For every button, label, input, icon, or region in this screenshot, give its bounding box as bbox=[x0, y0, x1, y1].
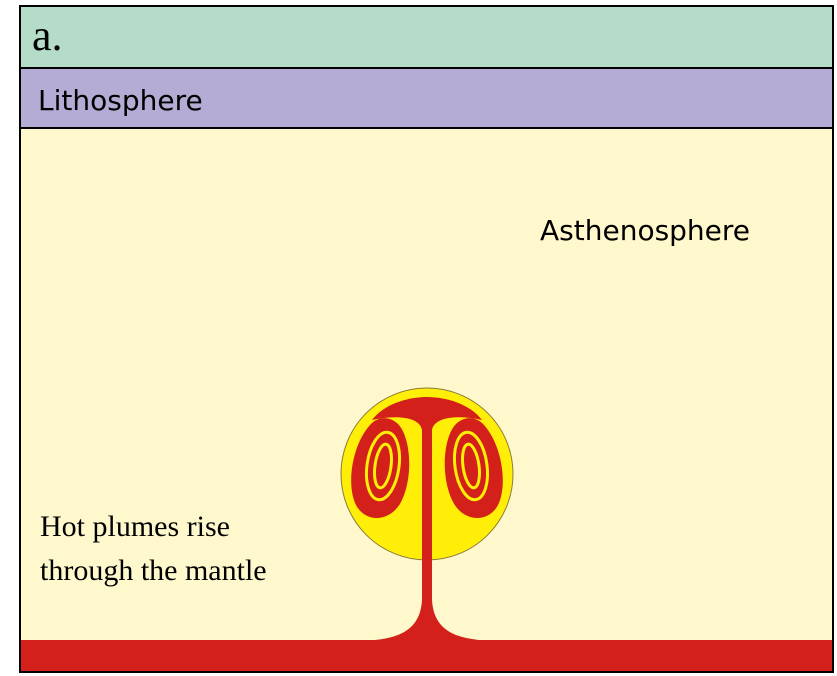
annotation-line-1: Hot plumes rise bbox=[40, 510, 230, 543]
panel-label: a. bbox=[32, 11, 63, 60]
core-boundary-layer bbox=[20, 640, 833, 672]
lithosphere-label: Lithosphere bbox=[38, 84, 203, 117]
annotation-line-2: through the mantle bbox=[40, 554, 267, 587]
asthenosphere-label: Asthenosphere bbox=[540, 214, 750, 247]
top-band bbox=[20, 6, 833, 68]
